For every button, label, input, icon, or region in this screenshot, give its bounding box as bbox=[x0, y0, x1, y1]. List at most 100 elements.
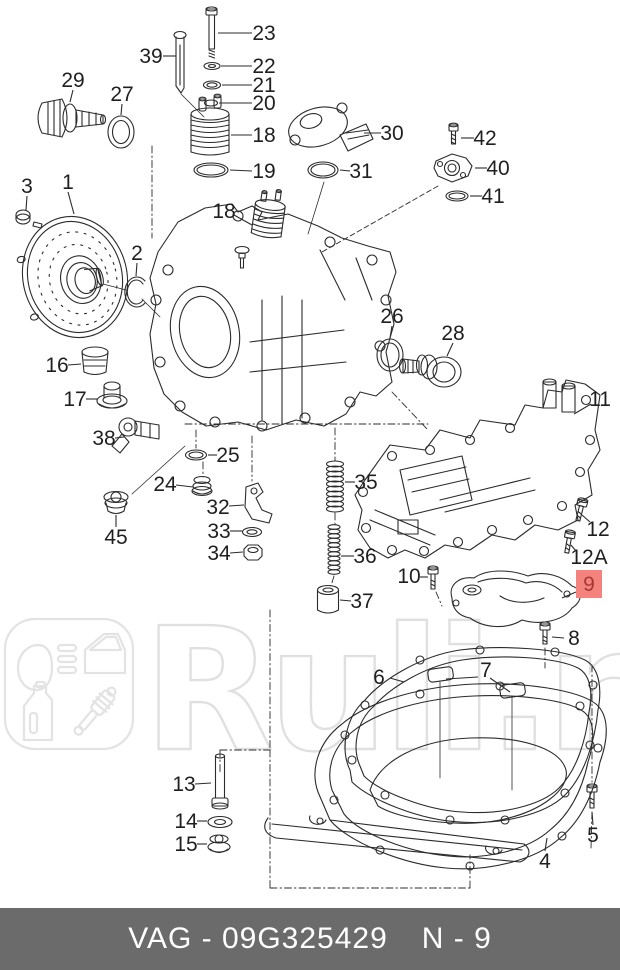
leader-line-27 bbox=[120, 103, 123, 116]
logo-frame bbox=[3, 617, 135, 751]
leader-line-31 bbox=[339, 169, 351, 172]
part-label-28: 28 bbox=[441, 322, 464, 345]
leader-line-16 bbox=[67, 363, 82, 366]
part-label-32: 32 bbox=[206, 496, 229, 519]
part-21-ring bbox=[202, 80, 222, 90]
footer-bar: VAG - 09G325429 N - 9 bbox=[0, 908, 620, 970]
part-18-cooler-on-case bbox=[250, 189, 286, 239]
part-22-washer bbox=[203, 61, 221, 71]
car-door-icon bbox=[83, 632, 127, 675]
leader-line-12 bbox=[581, 514, 591, 523]
part-label-16: 16 bbox=[45, 354, 68, 377]
leader-line-29 bbox=[69, 89, 74, 103]
leader-line-13 bbox=[194, 782, 212, 785]
leader-line-24 bbox=[175, 484, 194, 488]
leader-line-19 bbox=[229, 169, 253, 172]
part-label-10: 10 bbox=[397, 565, 420, 588]
part-6-pan-gasket bbox=[344, 645, 601, 825]
part-label-22: 22 bbox=[252, 55, 275, 78]
part-label-8: 8 bbox=[568, 627, 580, 650]
part-label-14: 14 bbox=[174, 810, 198, 833]
part-label-13: 13 bbox=[172, 773, 195, 796]
part-label-4: 4 bbox=[539, 850, 551, 873]
part-16-plug bbox=[81, 346, 109, 376]
leader-line-7 bbox=[445, 676, 479, 680]
part-label-18: 18 bbox=[212, 200, 235, 223]
part-label-40: 40 bbox=[486, 157, 509, 180]
part-24-plug bbox=[191, 475, 213, 497]
part-39-cap-tube bbox=[173, 30, 205, 118]
part-label-35: 35 bbox=[354, 471, 377, 494]
part-15-plug bbox=[207, 834, 231, 854]
part-35-spring bbox=[325, 460, 345, 513]
leader-line-6 bbox=[389, 677, 405, 683]
part-26-seal-ring bbox=[376, 338, 404, 372]
part-32-bracket bbox=[244, 482, 273, 524]
part-34-nut bbox=[243, 544, 263, 561]
part-label-5: 5 bbox=[587, 824, 599, 847]
shock-absorber-icon bbox=[73, 686, 117, 736]
part-label-2: 2 bbox=[131, 242, 143, 265]
leader-line-32 bbox=[228, 504, 245, 507]
leader-line-18 bbox=[233, 214, 253, 226]
part-label-1: 1 bbox=[62, 171, 74, 194]
part-label-39: 39 bbox=[139, 45, 162, 68]
part-label-9: 9 bbox=[583, 573, 595, 596]
part-label-7: 7 bbox=[480, 659, 492, 682]
part-label-25: 25 bbox=[216, 444, 239, 467]
part-30-multifunction-switch bbox=[288, 102, 374, 235]
part-28-stub-shaft bbox=[398, 354, 462, 388]
leader-line-9 bbox=[561, 591, 577, 599]
part-label-17: 17 bbox=[63, 388, 86, 411]
part-label-42: 42 bbox=[473, 127, 496, 150]
part-8-bolt bbox=[539, 621, 551, 645]
part-29-cv-joint bbox=[37, 98, 107, 138]
part-14-seal-ring bbox=[207, 815, 233, 829]
part-label-45: 45 bbox=[104, 526, 127, 549]
part-label-24: 24 bbox=[153, 473, 177, 496]
leader-line-34 bbox=[229, 551, 244, 554]
part-label-3: 3 bbox=[21, 175, 33, 198]
part-label-12: 12 bbox=[586, 518, 609, 541]
highlight-box-9 bbox=[576, 570, 602, 598]
part-label-41: 41 bbox=[481, 185, 504, 208]
leader-line-28 bbox=[446, 342, 454, 357]
part-1-torque-converter bbox=[16, 215, 129, 339]
part-20-ring bbox=[203, 99, 219, 107]
watermark-logo bbox=[3, 617, 135, 751]
part-45-plug bbox=[103, 490, 129, 515]
part-label-6: 6 bbox=[373, 666, 385, 689]
assembly-dash-lines bbox=[151, 145, 593, 889]
leader-line-2 bbox=[135, 262, 138, 277]
part-transmission-case bbox=[149, 189, 397, 432]
page-ref: N - 9 bbox=[421, 922, 492, 955]
part-label-30: 30 bbox=[380, 122, 403, 145]
part-label-18: 18 bbox=[252, 124, 275, 147]
part-label-37: 37 bbox=[350, 590, 373, 613]
part-27-seal-ring bbox=[107, 115, 135, 149]
part-25-ring bbox=[184, 449, 208, 461]
leader-line-37 bbox=[339, 599, 352, 602]
parts bbox=[15, 6, 607, 889]
part-label-34: 34 bbox=[207, 542, 231, 565]
part-19-o-ring bbox=[193, 162, 229, 178]
part-37-piston bbox=[316, 584, 340, 614]
oil-canister-icon bbox=[22, 680, 54, 742]
leader-line-11 bbox=[573, 403, 592, 415]
part-4-oil-pan bbox=[264, 681, 607, 871]
part-18-oil-cooler bbox=[190, 93, 230, 156]
part-41-ring bbox=[445, 190, 469, 202]
part-label-38: 38 bbox=[92, 427, 115, 450]
part-17-fitting bbox=[96, 381, 128, 409]
part-2-seal-ring bbox=[124, 276, 161, 318]
part-11-valve-body bbox=[354, 378, 601, 559]
part-31-o-ring bbox=[307, 161, 339, 179]
part-label-15: 15 bbox=[174, 833, 197, 856]
part-label-29: 29 bbox=[61, 69, 84, 92]
part-12a-bolt bbox=[564, 529, 576, 554]
leader-line-1 bbox=[67, 191, 75, 215]
part-label-12A: 12A bbox=[570, 546, 607, 569]
part-42-bolt bbox=[448, 122, 459, 145]
